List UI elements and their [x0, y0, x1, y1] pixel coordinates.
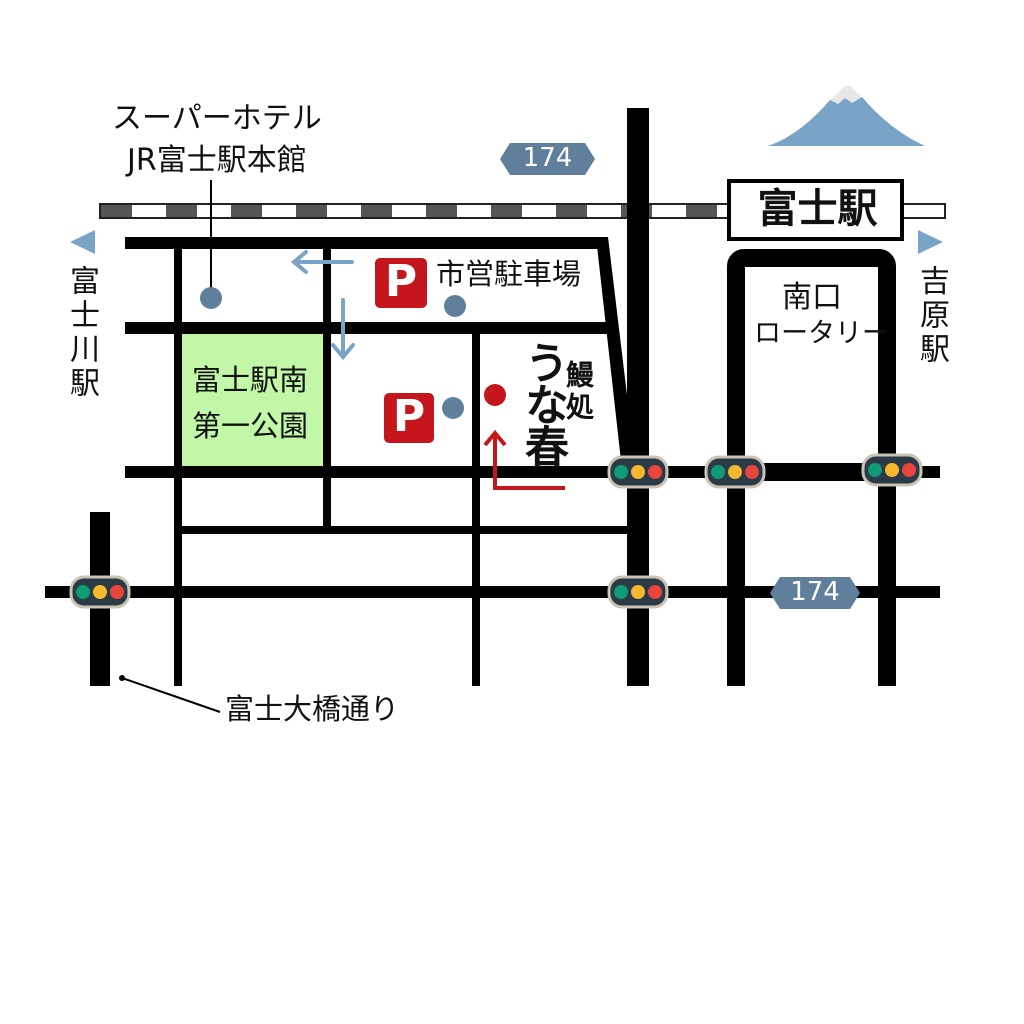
road — [45, 586, 940, 598]
road — [125, 322, 617, 334]
main-road — [627, 108, 649, 686]
parking-marker[interactable] — [442, 397, 464, 419]
road — [323, 243, 331, 526]
mount-fuji-icon — [768, 86, 925, 146]
roads — [45, 108, 940, 686]
rotary-label-line1: 南口 — [782, 280, 842, 315]
route-174-sign — [770, 577, 860, 609]
route-arrow-icon — [290, 250, 355, 361]
hotel-marker[interactable] — [200, 287, 222, 309]
road — [174, 243, 182, 686]
route-174-sign — [500, 143, 595, 175]
fuji-station-label: 富士駅 — [757, 186, 878, 232]
rail-segment — [296, 205, 327, 217]
shop-logo-name: うな春 — [517, 340, 568, 466]
station-box — [727, 179, 904, 241]
road — [878, 472, 896, 686]
rail-segment — [686, 205, 717, 217]
parking-sign-icon — [375, 258, 427, 308]
parking-symbol: P — [384, 256, 418, 307]
west-arrow-icon — [70, 230, 95, 254]
park-label-line1: 富士駅南 — [192, 363, 309, 397]
road — [472, 328, 480, 686]
road — [727, 472, 745, 686]
road — [175, 526, 630, 534]
park-label-line2: 第一公園 — [192, 409, 309, 443]
traffic-light-icon — [69, 575, 131, 609]
traffic-light-icon — [704, 455, 766, 489]
traffic-light-icon — [607, 575, 669, 609]
fuji-ohashi-street-label: 富士大橋通り — [225, 692, 400, 726]
rail-segment — [101, 205, 132, 217]
rail-segment — [556, 205, 587, 217]
hotel-label-line1: スーパーホテル — [112, 101, 322, 136]
traffic-light-icon — [607, 455, 669, 489]
leader-dot — [119, 675, 125, 681]
fujikawa-station-label: 富士川駅 — [64, 265, 99, 401]
parking-sign-icon — [384, 393, 434, 443]
traffic-light-icon — [861, 453, 923, 487]
south-rotary — [727, 249, 896, 481]
municipal-parking-marker[interactable] — [444, 295, 466, 317]
rail-segment — [361, 205, 392, 217]
parking-symbol: P — [392, 391, 426, 442]
approach-arrow-icon — [483, 429, 565, 490]
shop-marker[interactable] — [484, 384, 506, 406]
rail-segment — [231, 205, 262, 217]
rail-segment — [166, 205, 197, 217]
municipal-parking-label: 市営駐車場 — [436, 257, 582, 291]
route-174-label: 174 — [790, 577, 840, 607]
hotel-label-line2: JR富士駅本館 — [127, 143, 307, 178]
rail-segment — [426, 205, 457, 217]
east-arrow-icon — [918, 230, 943, 254]
rail-segment — [491, 205, 522, 217]
road — [125, 237, 605, 249]
road — [596, 237, 636, 470]
yoshiwara-station-label: 吉原駅 — [914, 265, 949, 367]
park-area — [182, 334, 323, 466]
route-174-label: 174 — [522, 143, 573, 173]
shop-logo-type: 鰻処 — [562, 360, 595, 424]
rotary-label-line2: ロータリー — [754, 318, 889, 349]
street-leader-line — [121, 677, 221, 713]
